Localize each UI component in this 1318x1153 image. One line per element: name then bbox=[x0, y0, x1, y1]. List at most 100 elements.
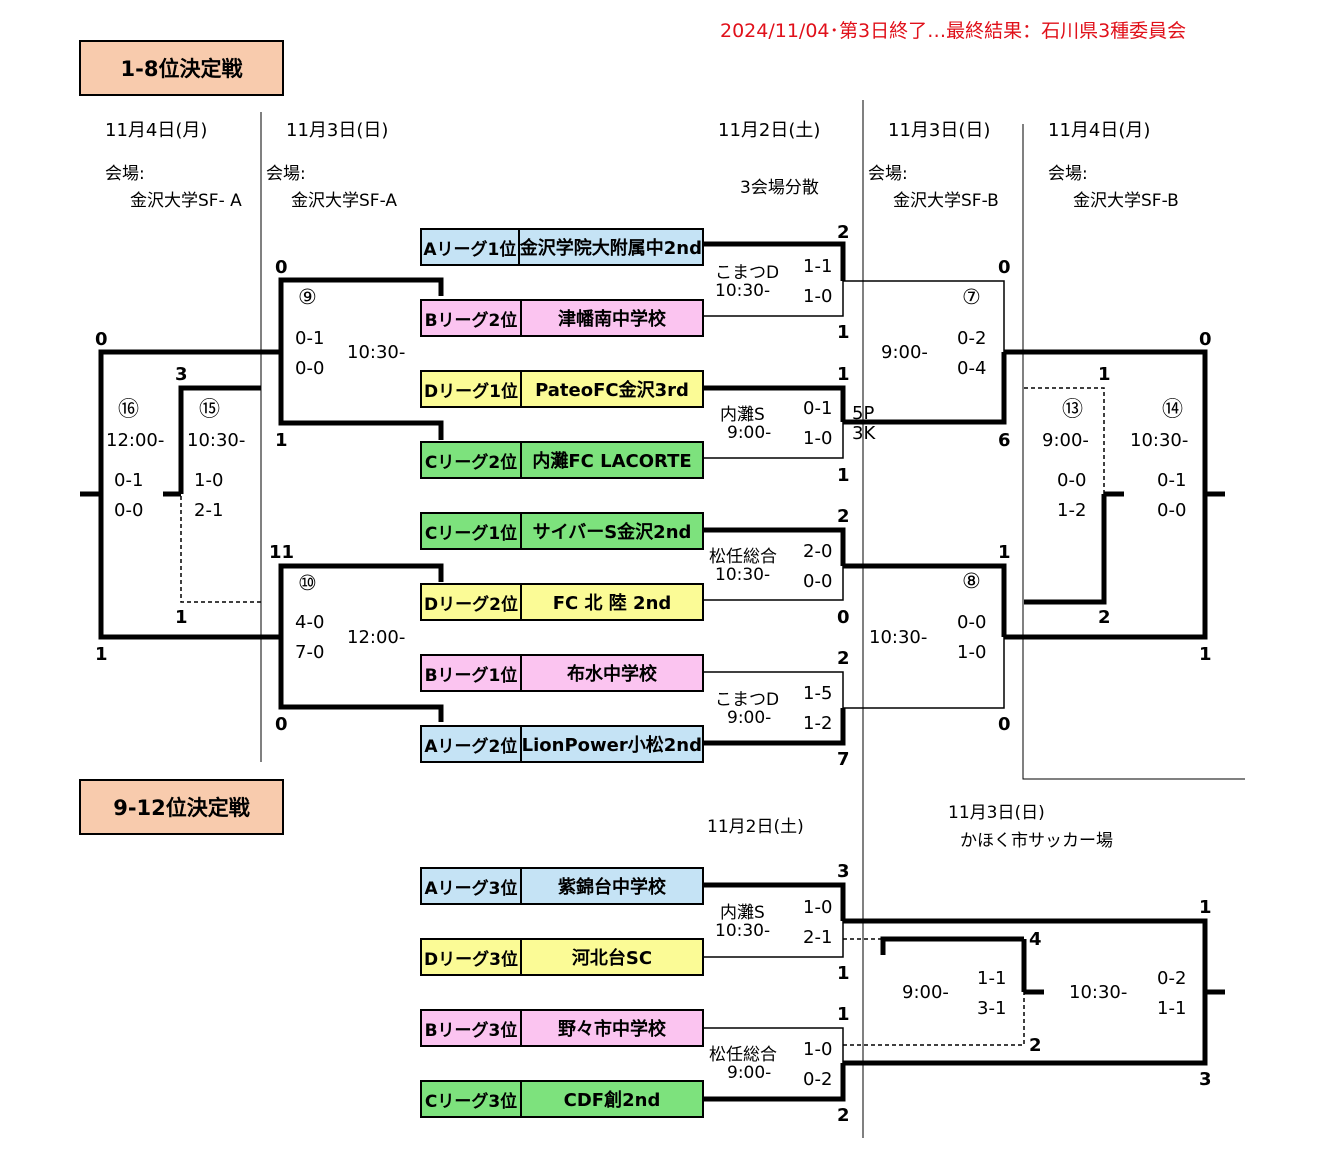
match-time: 10:30- bbox=[715, 921, 771, 941]
section-title-bottom: 9-12位決定戦 bbox=[79, 779, 284, 835]
half1-score: 2-0 bbox=[803, 541, 833, 562]
half1-score: 0-2 bbox=[1157, 968, 1187, 989]
total-score: 1 bbox=[1199, 897, 1212, 918]
match-time: 9:00- bbox=[727, 708, 772, 728]
total-score: 2 bbox=[837, 648, 850, 669]
half1-score: 0-2 bbox=[957, 328, 987, 349]
half1-score: 4-0 bbox=[295, 612, 325, 633]
half2-score: 0-0 bbox=[803, 571, 833, 592]
league-label: Cリーグ1位 bbox=[422, 514, 522, 548]
team-name: PateoFC金沢3rd bbox=[535, 380, 689, 401]
league-label: Dリーグ2位 bbox=[422, 585, 522, 619]
league-label: Aリーグ1位 bbox=[422, 230, 520, 264]
total-score: 1 bbox=[837, 364, 850, 385]
date-left-d3: 11月3日(日) bbox=[286, 120, 389, 141]
half2-score: 0-0 bbox=[295, 358, 325, 379]
total-score: 1 bbox=[998, 542, 1011, 563]
match-venue: こまつD bbox=[715, 263, 780, 283]
league-label: Aリーグ2位 bbox=[422, 727, 522, 761]
total-score: 2 bbox=[837, 506, 850, 527]
date-right-d4: 11月4日(月) bbox=[1048, 120, 1151, 141]
team-entry: Bリーグ2位 津幡南中学校 bbox=[420, 299, 704, 337]
total-score: 0 bbox=[1199, 329, 1212, 350]
team-name: 紫錦台中学校 bbox=[558, 877, 666, 898]
match-venue: 内灘S bbox=[720, 903, 765, 923]
total-score: 4 bbox=[1029, 929, 1042, 950]
match-time: 12:00- bbox=[347, 627, 406, 648]
team-name: FC 北 陸 2nd bbox=[552, 593, 672, 614]
total-score: 3 bbox=[1199, 1069, 1212, 1090]
half2-score: 1-2 bbox=[1057, 500, 1087, 521]
date-bottom-d2: 11月2日(土) bbox=[707, 817, 804, 837]
half1-score: 1-0 bbox=[803, 897, 833, 918]
venue-scatter: 3会場分散 bbox=[740, 178, 819, 198]
date-right-d3: 11月3日(日) bbox=[888, 120, 991, 141]
half2-score: 0-0 bbox=[114, 500, 144, 521]
total-score: 0 bbox=[95, 329, 108, 350]
section-title-top: 1-8位決定戦 bbox=[79, 40, 284, 96]
half2-score: 1-0 bbox=[803, 286, 833, 307]
half1-score: 1-0 bbox=[194, 470, 224, 491]
date-mid-d2: 11月2日(土) bbox=[718, 120, 821, 141]
half1-score: 1-1 bbox=[977, 968, 1007, 989]
team-name: LionPower小松2nd bbox=[521, 735, 702, 756]
status-header: 2024/11/04･第3日終了…最終結果：石川県3種委員会 bbox=[720, 20, 1187, 42]
team-entry: Aリーグ1位金沢学院大附属中2nd bbox=[420, 228, 704, 266]
match-venue: こまつD bbox=[715, 690, 780, 710]
half1-score: 0-1 bbox=[1157, 470, 1187, 491]
total-score: 0 bbox=[998, 257, 1011, 278]
match-number: ⑦ bbox=[962, 285, 981, 309]
match-time: 10:30- bbox=[869, 627, 928, 648]
total-score: 1 bbox=[837, 1004, 850, 1025]
match-time: 9:00- bbox=[881, 342, 928, 363]
team-entry: Aリーグ3位紫錦台中学校 bbox=[420, 867, 704, 905]
team-name: 津幡南中学校 bbox=[558, 309, 666, 330]
venue-label: 会場: bbox=[266, 164, 306, 184]
half2-score: 1-1 bbox=[1157, 998, 1187, 1019]
match-time: 9:00- bbox=[902, 982, 949, 1003]
team-name: サイバーS金沢2nd bbox=[532, 522, 692, 543]
half1-score: 1-5 bbox=[803, 683, 833, 704]
league-label: Dリーグ3位 bbox=[422, 940, 522, 974]
venue-label: 会場: bbox=[1048, 164, 1088, 184]
half2-score: 1-0 bbox=[803, 428, 833, 449]
match-time: 10:30- bbox=[347, 342, 406, 363]
total-score: 1 bbox=[1199, 644, 1212, 665]
pk-score: 5P bbox=[852, 403, 875, 424]
match-time: 9:00- bbox=[727, 1063, 772, 1083]
match-time: 10:30- bbox=[715, 565, 771, 585]
league-label: Bリーグ2位 bbox=[422, 301, 522, 335]
match-number: ⑧ bbox=[962, 569, 981, 593]
total-score: 7 bbox=[837, 749, 850, 770]
total-score: 1 bbox=[837, 963, 850, 984]
total-score: 1 bbox=[1098, 364, 1111, 385]
total-score: 1 bbox=[275, 430, 288, 451]
half1-score: 0-0 bbox=[957, 612, 987, 633]
match-time: 12:00- bbox=[106, 430, 165, 451]
half2-score: 0-4 bbox=[957, 358, 987, 379]
pk-score: 3K bbox=[852, 423, 876, 444]
match-number: ⑭ bbox=[1162, 397, 1183, 421]
venue-label: 会場: bbox=[868, 164, 908, 184]
total-score: 2 bbox=[837, 1105, 850, 1126]
half2-score: 7-0 bbox=[295, 642, 325, 663]
match-venue: 松任総合 bbox=[709, 547, 777, 567]
total-score: 0 bbox=[275, 257, 288, 278]
league-label: Bリーグ1位 bbox=[422, 656, 522, 690]
match-venue: 内灘S bbox=[720, 405, 765, 425]
date-bottom-d3: 11月3日(日) bbox=[948, 803, 1045, 823]
half2-score: 3-1 bbox=[977, 998, 1007, 1019]
match-number: ⑩ bbox=[298, 571, 317, 595]
team-entry: Bリーグ1位 布水中学校 bbox=[420, 654, 704, 692]
total-score: 1 bbox=[95, 644, 108, 665]
total-score: 0 bbox=[275, 714, 288, 735]
team-entry: Dリーグ3位河北台SC bbox=[420, 938, 704, 976]
total-score: 6 bbox=[998, 430, 1011, 451]
match-number: ⑯ bbox=[118, 397, 139, 421]
match-number: ⑮ bbox=[199, 397, 220, 421]
team-name: 布水中学校 bbox=[567, 664, 657, 685]
match-venue: 松任総合 bbox=[709, 1045, 777, 1065]
